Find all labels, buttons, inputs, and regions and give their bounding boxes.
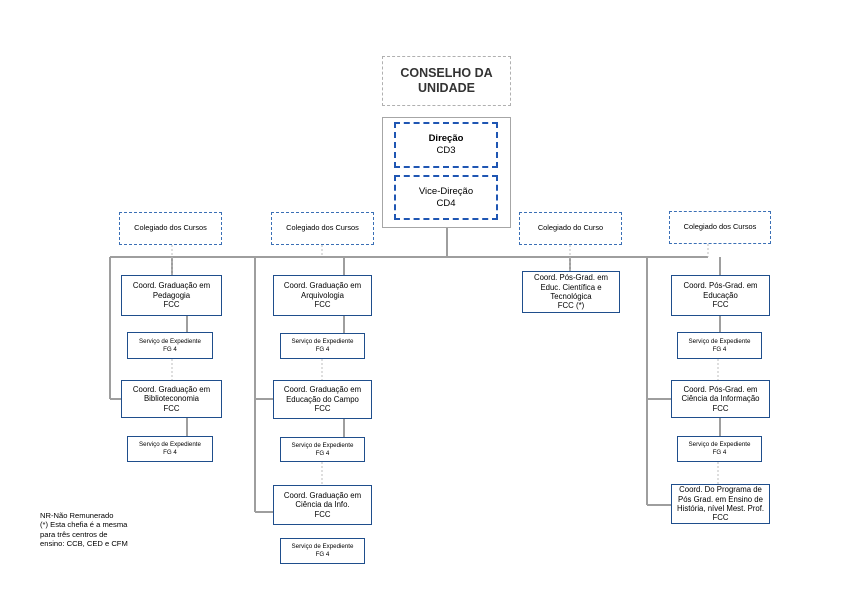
expediente-1: Serviço de Expediente FG 4 [127, 332, 213, 359]
vice-direcao-code: CD4 [436, 197, 456, 209]
coord-biblioteconomia: Coord. Graduação em Biblioteconomia FCC [121, 380, 222, 418]
colegiado-4: Colegiado dos Cursos [669, 211, 771, 244]
colegiado-1-label: Colegiado dos Cursos [134, 223, 207, 233]
expediente-label: Serviço de Expediente [139, 441, 201, 449]
expediente-code: FG 4 [315, 346, 330, 353]
conselho-box: CONSELHO DA UNIDADE [382, 56, 511, 106]
colegiado-2-label: Colegiado dos Cursos [286, 223, 359, 233]
colegiado-2: Colegiado dos Cursos [271, 212, 374, 245]
colegiado-3-label: Colegiado do Curso [537, 223, 604, 233]
direcao-container [382, 117, 511, 228]
expediente-label: Serviço de Expediente [291, 543, 354, 551]
coord-programa-ensino-historia-l3: História, nível Mest. Prof. [676, 504, 765, 513]
colegiado-3: Colegiado do Curso [519, 212, 622, 245]
coord-educacao-campo-l3: FCC [314, 404, 331, 414]
expediente-label: Serviço de Expediente [291, 338, 354, 346]
coord-programa-ensino-historia: Coord. Do Programa de Pós Grad. em Ensin… [671, 484, 770, 524]
expediente-2: Serviço de Expediente FG 4 [127, 436, 213, 462]
coord-pos-educacao-l1: Coord. Pós-Grad. em [683, 281, 758, 291]
colegiado-1: Colegiado dos Cursos [119, 212, 222, 245]
footnote-line-1: NR-Não Remunerado [40, 511, 114, 520]
coord-educacao-campo-l2: Educação do Campo [286, 394, 359, 404]
coord-programa-ensino-historia-l1: Coord. Do Programa de [679, 485, 762, 495]
coord-biblioteconomia-l3: FCC [163, 403, 180, 413]
coord-pos-educ-cientifica-l2: Educ. Científica e [540, 282, 602, 292]
coord-pos-educ-cientifica: Coord. Pós-Grad. em Educ. Científica e T… [522, 271, 620, 313]
coord-programa-ensino-historia-l2: Pós Grad. em Ensino de [678, 494, 763, 504]
footnote: NR-Não Remunerado (*) Esta chefia é a me… [40, 511, 128, 549]
coord-arquivologia: Coord. Graduação em Arquivologia FCC [273, 275, 372, 316]
coord-ciencia-info-l2: Ciência da Info. [295, 500, 350, 510]
expediente-code: FG 4 [712, 345, 727, 353]
coord-pos-educacao-l2: Educação [703, 290, 738, 300]
coord-pos-educ-cientifica-l4: FCC (*) [557, 301, 585, 311]
coord-arquivologia-l3: FCC [314, 300, 331, 310]
coord-biblioteconomia-l2: Biblioteconomia [143, 394, 200, 404]
coord-biblioteconomia-l1: Coord. Graduação em [132, 384, 211, 394]
coord-pos-educacao: Coord. Pós-Grad. em Educação FCC [671, 275, 770, 316]
expediente-5: Serviço de Expediente FG 4 [280, 538, 365, 564]
coord-pos-educ-cientifica-l1: Coord. Pós-Grad. em [533, 273, 609, 283]
vice-direcao-box: Vice-Direção CD4 [394, 175, 498, 220]
coord-pos-ciencia-informacao-l3: FCC [712, 403, 729, 413]
coord-pos-ciencia-informacao-l2: Ciência da Informação [681, 394, 760, 404]
expediente-code: FG 4 [315, 449, 330, 457]
coord-pedagogia-l3: FCC [163, 300, 180, 310]
coord-pos-educacao-l3: FCC [712, 300, 729, 310]
footnote-line-2: (*) Esta chefia é a mesma [40, 520, 128, 530]
expediente-code: FG 4 [315, 551, 330, 558]
coord-ciencia-info-l3: FCC [314, 509, 331, 519]
direcao-box: Direção CD3 [394, 122, 498, 168]
coord-pos-ciencia-informacao-l1: Coord. Pós-Grad. em [683, 384, 758, 394]
conselho-line1: CONSELHO DA [400, 66, 493, 80]
expediente-label: Serviço de Expediente [291, 441, 354, 449]
vice-direcao-title: Vice-Direção [418, 185, 474, 197]
expediente-code: FG 4 [163, 449, 177, 456]
expediente-code: FG 4 [712, 449, 727, 456]
coord-educacao-campo-l1: Coord. Graduação em [283, 385, 362, 395]
expediente-4: Serviço de Expediente FG 4 [280, 437, 365, 462]
coord-pos-ciencia-informacao: Coord. Pós-Grad. em Ciência da Informaçã… [671, 380, 770, 418]
colegiado-4-label: Colegiado dos Cursos [683, 222, 757, 232]
expediente-label: Serviço de Expediente [139, 337, 201, 345]
coord-pedagogia-l2: Pedagogia [152, 290, 191, 300]
expediente-6: Serviço de Expediente FG 4 [677, 332, 762, 359]
coord-educacao-campo: Coord. Graduação em Educação do Campo FC… [273, 380, 372, 419]
coord-ciencia-info: Coord. Graduação em Ciência da Info. FCC [273, 485, 372, 525]
direcao-title: Direção [428, 133, 464, 144]
coord-pos-educ-cientifica-l3: Tecnológica [550, 292, 592, 301]
coord-ciencia-info-l1: Coord. Graduação em [283, 490, 362, 500]
expediente-code: FG 4 [163, 345, 177, 353]
coord-arquivologia-l2: Arquivologia [301, 290, 344, 300]
footnote-line-3: para três centros de [40, 529, 108, 539]
coord-pedagogia: Coord. Graduação em Pedagogia FCC [121, 275, 222, 316]
coord-arquivologia-l1: Coord. Graduação em [283, 281, 362, 291]
direcao-code: CD3 [436, 145, 456, 156]
coord-programa-ensino-historia-l4: FCC [712, 513, 729, 523]
expediente-label: Serviço de Expediente [688, 337, 751, 345]
coord-pedagogia-l1: Coord. Graduação em [132, 281, 211, 291]
expediente-3: Serviço de Expediente FG 4 [280, 333, 365, 359]
footnote-line-4: ensino: CCB, CED e CFM [40, 539, 128, 549]
expediente-label: Serviço de Expediente [688, 441, 751, 449]
expediente-7: Serviço de Expediente FG 4 [677, 436, 762, 462]
conselho-line2: UNIDADE [418, 81, 475, 95]
